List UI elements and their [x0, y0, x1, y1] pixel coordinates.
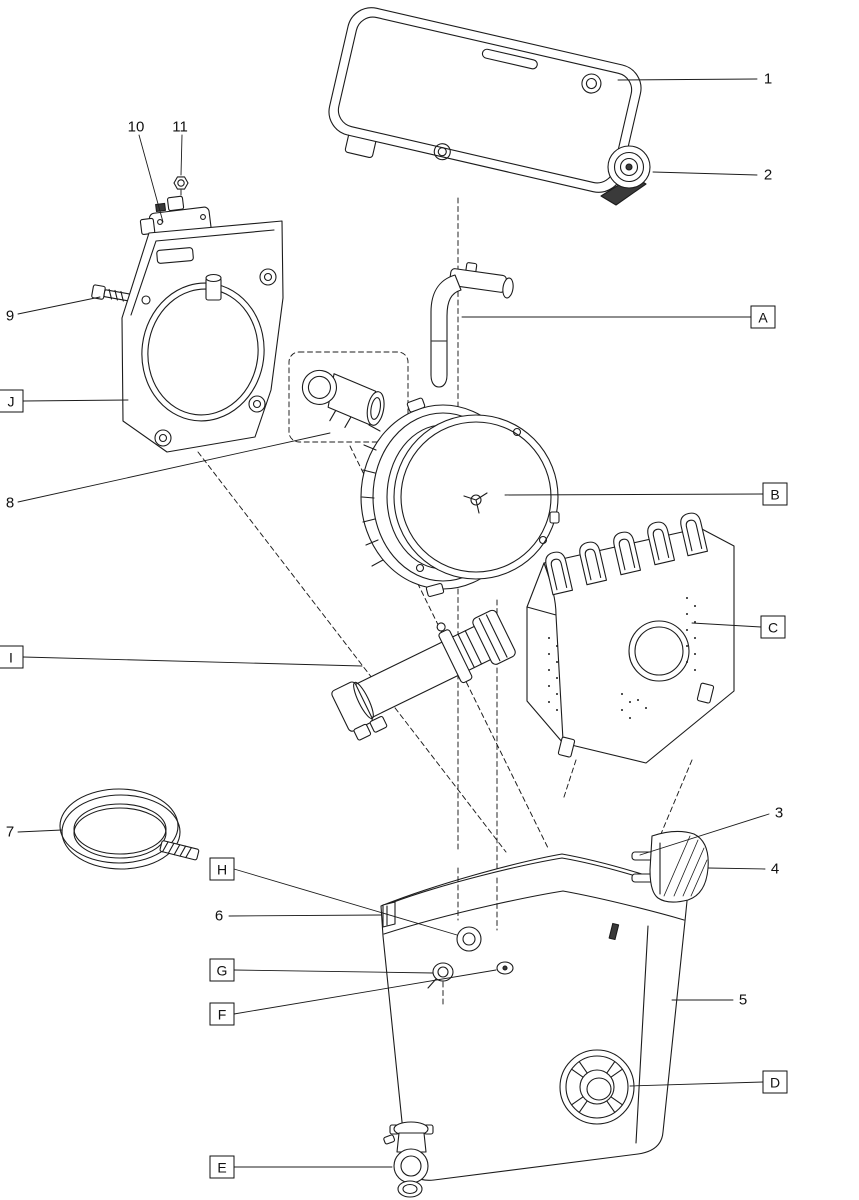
basket-fins: [545, 512, 709, 596]
leader-line-F: [233, 969, 497, 1015]
plate-knob: [154, 268, 277, 447]
leader-line-4: [707, 867, 766, 870]
leader-line-3: [639, 813, 770, 856]
foam-tape-roll-drawing: [600, 145, 651, 206]
leader-line-H: [233, 868, 458, 936]
rim-hole-drawing: [496, 961, 514, 975]
leader-line-B: [504, 493, 764, 496]
rim-fitting-drawing: [427, 962, 454, 1005]
leader-line-9: [17, 296, 101, 315]
screw-drawing: [91, 284, 131, 302]
basket-perforations: [548, 597, 696, 719]
transformer-bracket-drawing: [631, 830, 709, 903]
leader-lines: [17, 78, 770, 1168]
filter-drum-drawing: [360, 397, 560, 598]
leader-line-11: [180, 134, 183, 176]
rim-knockout-drawing: [456, 926, 482, 952]
leader-line-1: [617, 78, 758, 81]
uv-clarifier-drawing: [331, 609, 516, 741]
hose-coil-drawing: [59, 788, 200, 870]
lid-drawing: [328, 7, 642, 193]
coupling-part-drawing: [288, 351, 409, 443]
outlet-boss-drawing: [559, 1049, 635, 1125]
leader-line-G: [233, 969, 434, 974]
leader-line-6: [228, 914, 382, 917]
nut-drawing: [173, 176, 189, 190]
leader-line-8: [17, 432, 331, 503]
leader-line-2: [652, 171, 758, 176]
filter-basket-drawing: [526, 512, 735, 764]
leader-line-10: [138, 134, 164, 223]
leader-line-J: [22, 399, 129, 402]
inlet-elbow-pipe-drawing: [430, 262, 514, 388]
leader-line-7: [17, 829, 63, 833]
drain-valve-drawing: [383, 1121, 434, 1198]
alignment-dashed-lines-over-tank: [457, 867, 498, 931]
leader-line-C: [691, 622, 762, 628]
leader-line-I: [22, 656, 363, 667]
mounting-plate-drawing: [121, 220, 284, 453]
leader-line-D: [629, 1081, 764, 1087]
